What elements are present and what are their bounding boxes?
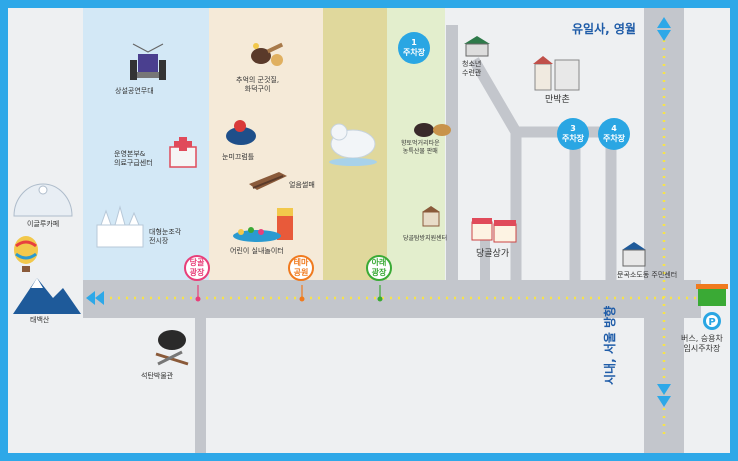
dangol-center-label: 당골탐방지원센터 [403,235,448,242]
bus-parking-icon: P [696,284,728,330]
shops-icon [471,218,517,243]
igloo-icon [13,183,73,217]
kids-play-label: 어린이 실내놀이터 [230,247,284,255]
community-center-icon [622,242,646,267]
right-road [644,8,684,453]
parking-3-marker[interactable]: 3 주차장 [557,118,589,150]
svg-text:P: P [708,317,715,328]
youth-center-icon [464,36,490,57]
road-north [446,25,458,283]
food-market-icon [414,123,451,137]
destination-north: 유일사, 영월 [572,22,636,36]
medical-center-icon [169,137,197,168]
hot-air-balloon-icon [14,236,38,272]
mountain-icon [13,278,81,314]
parking-label: 주차장 [602,134,626,143]
food-market-label: 향토먹거리타운 농특산물 판매 [401,140,440,155]
kids-play-icon [233,208,293,242]
snack-icon [251,42,284,66]
snacks-label: 추억의 군것질, 화덕구이 [236,76,280,93]
stage-icon [130,43,166,80]
coal-museum-label: 석탄박물관 [141,372,174,380]
youth-center-label: 청소년 수련관 [462,60,482,77]
parking-number: 1 [411,38,417,47]
parking-1-marker[interactable]: 1 주차장 [398,32,430,64]
plaza-theme-park[interactable]: 테마 공원 [288,255,314,281]
parking-number: 3 [570,124,576,133]
dangol-center-icon [422,206,440,227]
polar-bear-icon [329,123,377,166]
community-label: 문곡소도동 주민센터 [617,271,678,279]
snow-tube-label: 눈미끄럼틀 [222,153,255,161]
ice-sled-label: 얼음썰매 [289,181,315,189]
sculpture-label: 대형눈조각 전시장 [149,228,182,245]
shops-label: 당골상가 [476,249,510,259]
parking-number: 4 [611,124,617,133]
expo-label: 만박촌 [545,95,570,105]
igloo-label: 이글루카페 [27,220,60,228]
coal-museum-icon [155,330,189,366]
parking-4-marker[interactable]: 4 주차장 [598,118,630,150]
main-stage-label: 상설공연무대 [115,87,154,95]
snow-tube-icon [226,120,256,145]
plaza-lower[interactable]: 아래 광장 [366,255,392,281]
plaza-dangol[interactable]: 당골 광장 [184,255,210,281]
parking-label: 주차장 [402,48,426,57]
expo-village-icon [533,56,580,91]
road-to-museum [195,316,206,453]
hq-label: 운영본부& 의료구급센터 [114,150,153,167]
ice-sled-icon [249,172,287,190]
parking-label: 주차장 [561,134,585,143]
taebaek-label: 태백산 [30,316,50,324]
bus-parking-label: 버스, 승용차 임시주차장 [681,334,723,353]
snow-sculpture-icon [96,205,144,248]
